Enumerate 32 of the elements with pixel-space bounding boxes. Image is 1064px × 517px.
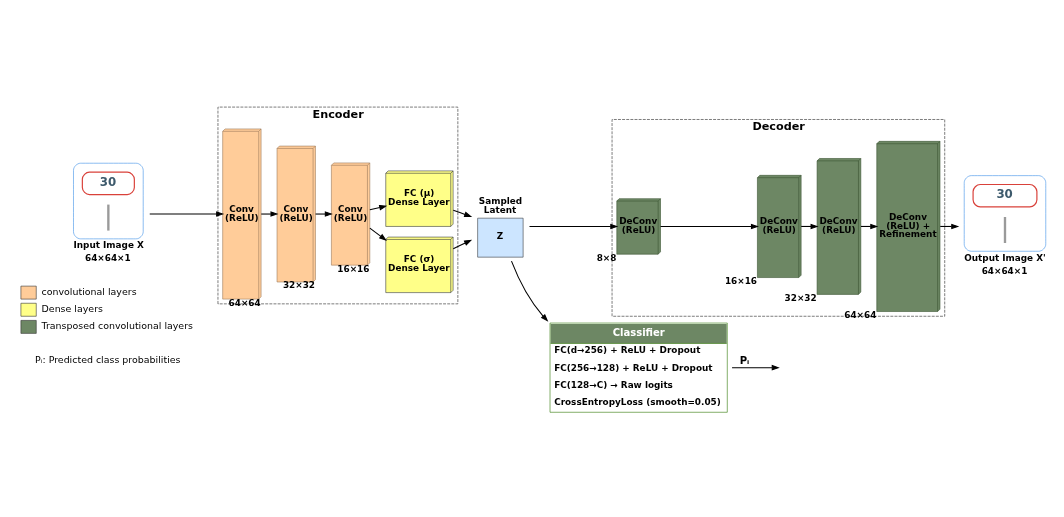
arrow <box>315 211 333 217</box>
node-label: 8×8 <box>596 252 617 263</box>
arrow <box>452 239 473 250</box>
node-label: 64×64 <box>844 310 877 321</box>
arrow <box>452 209 473 217</box>
node-label: Sampled Latent <box>478 195 523 215</box>
node-box: 30 <box>963 175 1047 252</box>
arrow <box>369 204 388 211</box>
node-label: 16×16 <box>337 263 370 274</box>
arrow <box>939 223 960 230</box>
arrow <box>731 364 780 371</box>
node-label: 64×64 <box>228 297 261 308</box>
arrow <box>149 211 225 217</box>
legend-label: Transposed convolutional layers <box>41 320 193 332</box>
arrow <box>260 211 279 217</box>
node-label: Input Image X <box>73 240 144 251</box>
node-label: 32×32 <box>784 292 817 303</box>
arrow <box>510 260 549 322</box>
edge-label: Pᵢ <box>739 354 750 366</box>
arrow <box>660 223 759 230</box>
arrow <box>369 227 387 241</box>
arrow <box>860 223 879 230</box>
arrow <box>528 223 619 230</box>
node-label: Output Image X' <box>964 252 1046 263</box>
legend-label: convolutional layers <box>41 285 137 297</box>
node-label: 16×16 <box>724 276 758 287</box>
label: Pᵢ: Predicted class probabilities <box>35 354 181 366</box>
node-label: 64×64×1 <box>981 265 1028 276</box>
node-label: 32×32 <box>282 280 316 291</box>
legend-label: Dense layers <box>41 303 103 314</box>
node-label: 64×64×1 <box>85 253 131 264</box>
node-box: 30 <box>73 162 144 240</box>
